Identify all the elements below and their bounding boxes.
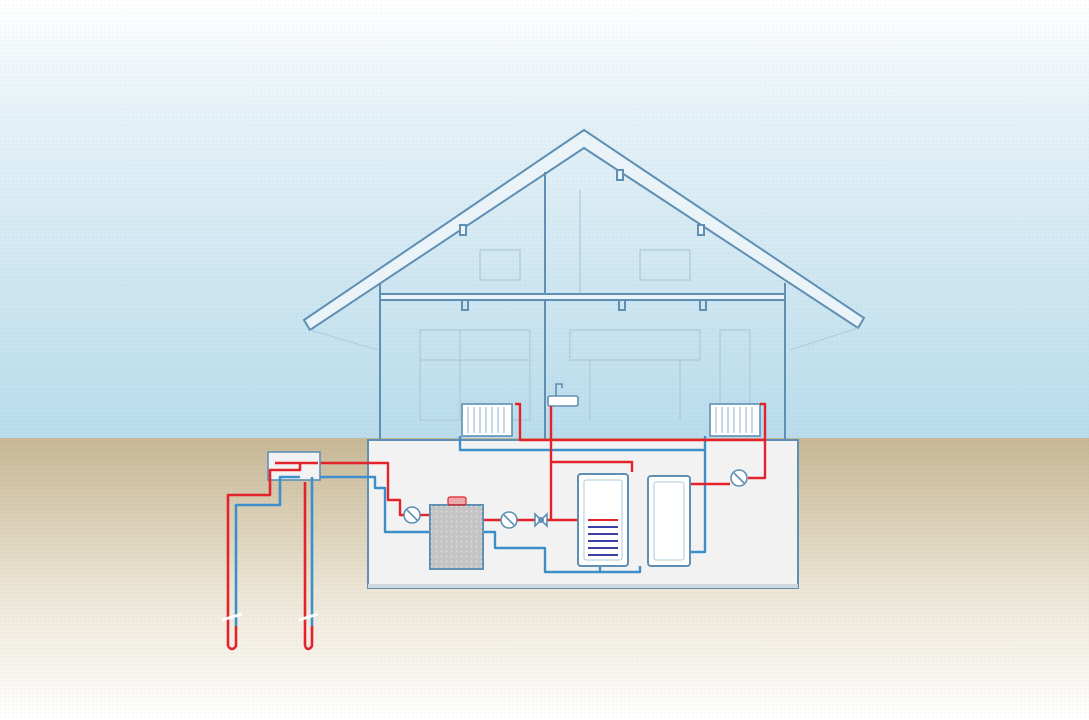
vertical-borehole-loop [221,451,321,651]
basin-bowl [547,395,579,407]
window-frame [479,249,521,281]
radiator-left [461,403,513,437]
radiator-return-pipe [458,436,707,452]
roof-eave-right [789,327,859,351]
borehole-1-return [234,475,300,626]
purlin-1 [459,224,467,236]
roof-eave-left [309,329,379,351]
beam-hanger-1 [461,299,469,311]
ground-loop-return-indoor [300,475,430,534]
borehole-breaks [221,612,319,622]
manifold-box [267,451,321,481]
buffer-to-radiators [748,440,767,480]
borehole-1-tip [226,626,238,651]
radiator-right [709,403,761,437]
heat-pump-cap [447,496,467,506]
house-outline [379,283,786,440]
purlin-2 [616,169,624,181]
mixing-valve-icon [534,512,548,528]
circulation-pumps [403,469,748,529]
ground-loop-flow-indoor [300,461,410,517]
heat-pump-unit [429,496,484,570]
buffer-tank [647,475,691,567]
window-frame-2 [639,249,691,281]
kitchen-cabinets [419,329,531,421]
borehole-1-flow [226,463,302,646]
table-shape [569,329,701,420]
pump-icon-radiators [730,469,748,487]
radiator-flow-left [515,402,767,442]
wash-basin [547,383,579,407]
pump-icon-heating [500,511,518,529]
pump-icon-ground-loop [403,506,421,524]
hot-pipes [300,402,767,522]
beam-hanger-2 [618,299,626,311]
cold-pipes [300,436,707,574]
purlin-3 [697,224,705,236]
gable-roof [302,128,866,440]
tank-return-pipe [483,530,642,574]
hot-water-cylinder [577,473,629,567]
ceiling-beam [379,293,786,301]
tap-icon [555,383,563,396]
beam-hanger-3 [699,299,707,311]
basement-floor [368,584,798,588]
hot-riser [549,460,634,520]
borehole-2-tip [303,626,314,651]
heating-coil [588,519,618,556]
